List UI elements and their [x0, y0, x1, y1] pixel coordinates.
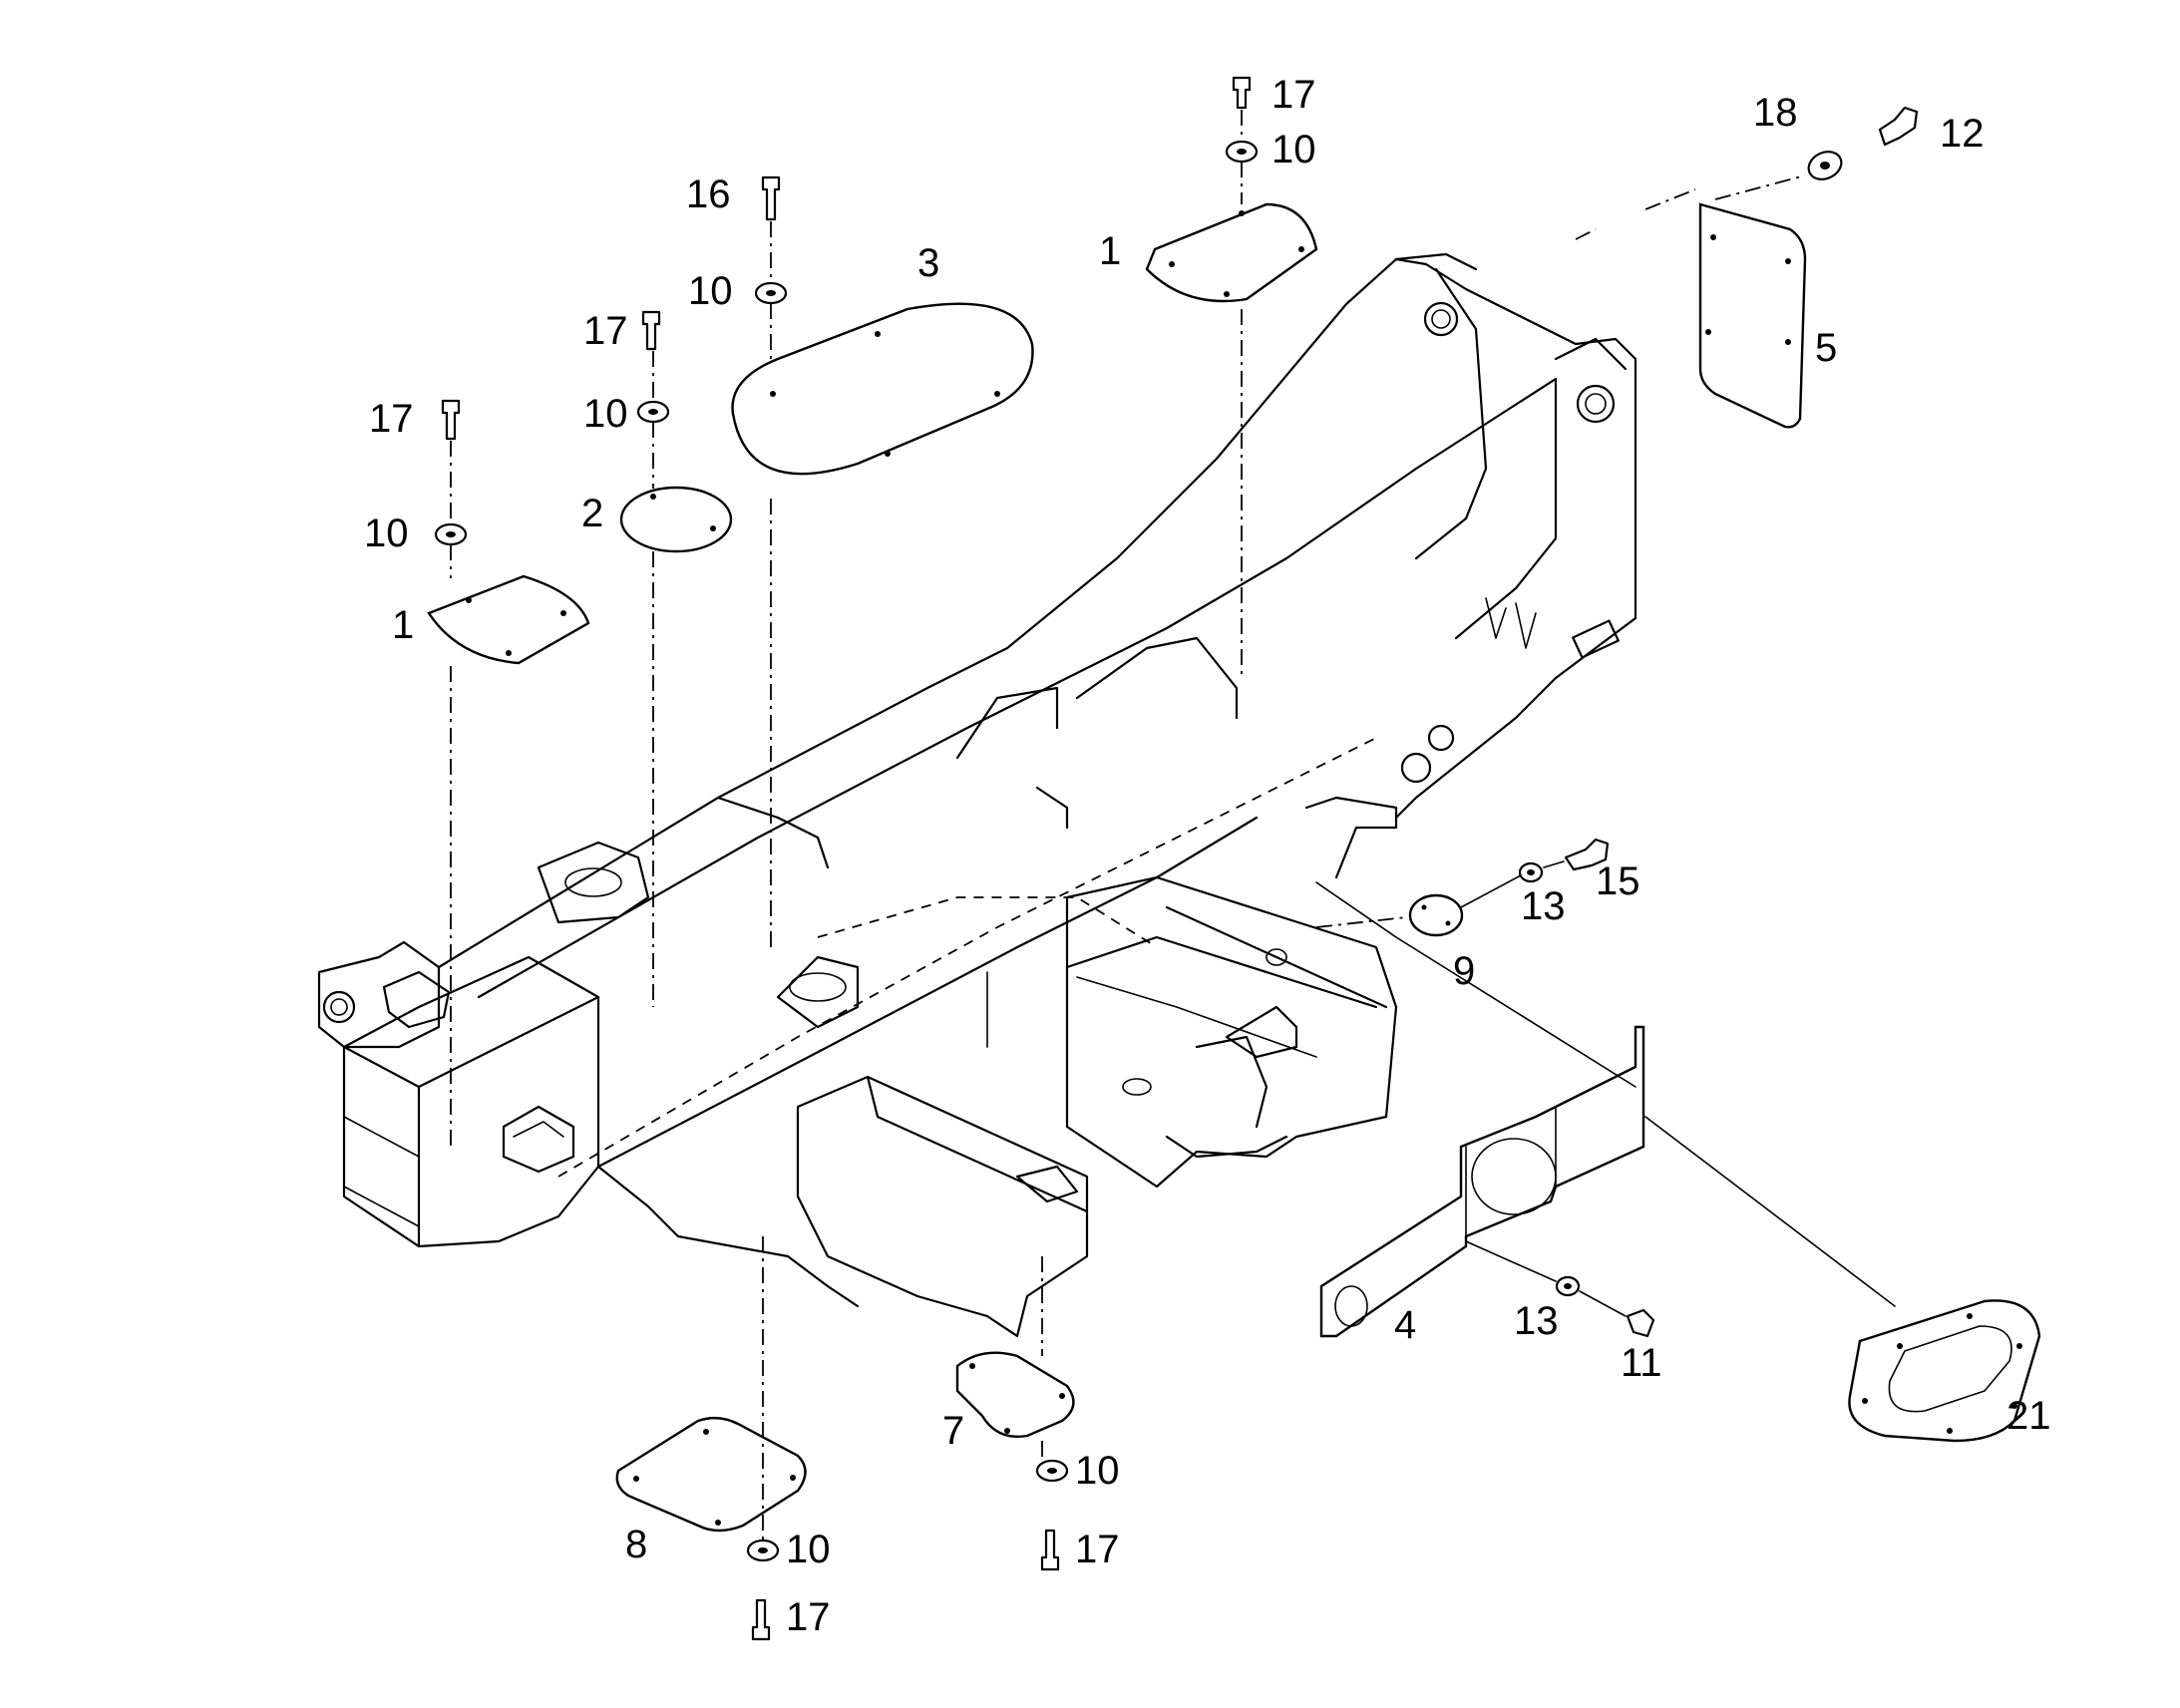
- cover-plate-3-oval: [731, 302, 1034, 476]
- callout-c6c: 2: [581, 492, 603, 535]
- callout-c8b: 13: [1521, 884, 1566, 928]
- callout-c12c: 17: [786, 1595, 831, 1639]
- cover-plate-2-round: [619, 486, 733, 553]
- callout-c10a: 21: [2006, 1394, 2051, 1438]
- callout-c9b: 13: [1514, 1299, 1559, 1343]
- callout-c12b: 10: [786, 1528, 831, 1571]
- cover-plate-7: [955, 1351, 1075, 1438]
- callout-c5a: 17: [583, 309, 628, 353]
- callout-c11c: 17: [1075, 1528, 1120, 1571]
- callout-c4b: 5: [1815, 326, 1837, 370]
- callout-c9a: 4: [1394, 1303, 1416, 1347]
- callout-labels: 17 10 18 12 16 10 3 1 5 17 10 17 10 2 1 …: [364, 73, 2051, 1639]
- callout-c3b: 10: [688, 269, 733, 313]
- cover-plate-5-rear: [1698, 202, 1807, 429]
- assembly-lines: [450, 110, 1896, 1540]
- callout-c2a: 18: [1753, 91, 1798, 135]
- callout-c6b: 10: [364, 512, 409, 555]
- cover-plate-1-left: [427, 574, 590, 665]
- callout-c4a: 1: [1099, 229, 1121, 273]
- cover-plate-9-small: [1408, 893, 1464, 937]
- callout-c6a: 17: [369, 397, 414, 441]
- callout-c5b: 10: [583, 392, 628, 436]
- callout-c9c: 11: [1621, 1341, 1662, 1385]
- callout-c3c: 3: [917, 241, 939, 285]
- callout-c7a: 1: [392, 603, 414, 647]
- main-frame: [317, 252, 1637, 1338]
- bolts-and-washers: [434, 76, 1919, 1641]
- callout-c8a: 15: [1596, 859, 1640, 903]
- callout-c2b: 12: [1940, 112, 1985, 156]
- callout-c8c: 9: [1453, 949, 1475, 993]
- callout-c1a: 17: [1272, 73, 1316, 117]
- callout-c11b: 10: [1075, 1449, 1120, 1493]
- cover-plate-1-top: [1145, 202, 1318, 303]
- callout-c3a: 16: [686, 172, 731, 216]
- flange-plate-21: [1848, 1299, 2041, 1443]
- callout-c1b: 10: [1272, 128, 1316, 171]
- callout-c12a: 8: [625, 1523, 647, 1566]
- cover-plate-8: [615, 1416, 807, 1533]
- callout-c11a: 7: [942, 1409, 964, 1453]
- bracket-plate-4: [1319, 1025, 1645, 1338]
